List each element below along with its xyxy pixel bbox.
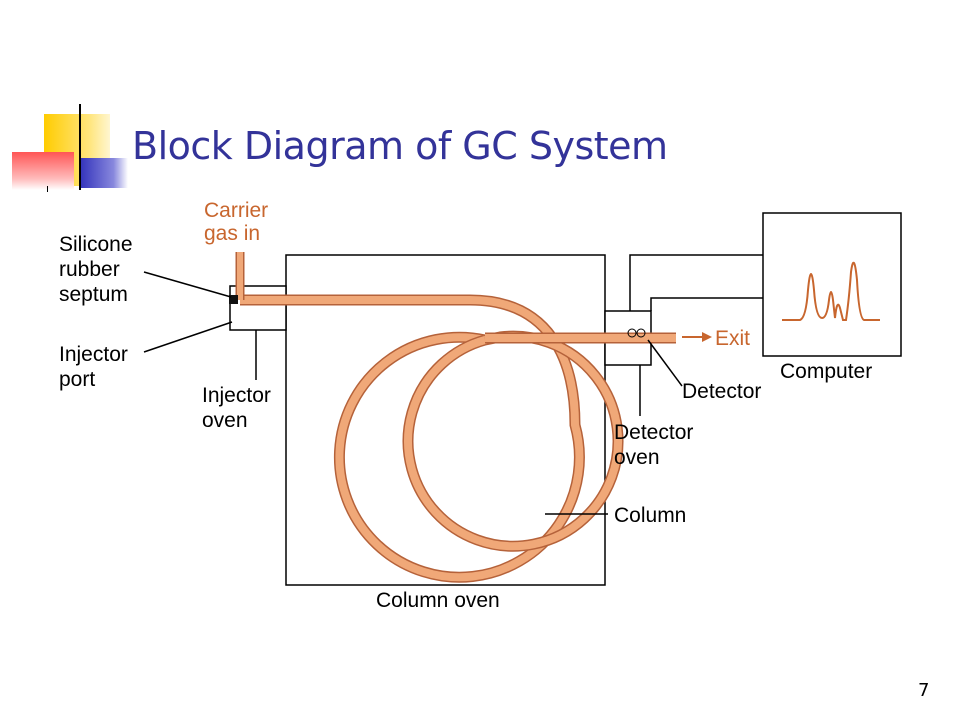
label-column-oven: Column oven: [376, 589, 500, 612]
column-coil-outer-fill: [240, 296, 584, 582]
decorative-tick: [47, 186, 48, 192]
label-computer: Computer: [780, 360, 872, 383]
computer-box: [762, 212, 902, 357]
label-injector-oven-line1: Injector: [202, 384, 271, 407]
label-injector-port-line1: Injector: [59, 343, 128, 366]
page-number: 7: [918, 680, 930, 701]
detector-element-left: [627, 328, 637, 338]
detector-element-right: [636, 328, 646, 338]
label-exit: Exit: [715, 327, 750, 350]
label-injector-port-line2: port: [59, 368, 95, 391]
decorative-vertical-line: [79, 104, 81, 190]
label-detector-oven-line1: Detector: [614, 421, 693, 444]
slide-title: Block Diagram of GC System: [132, 124, 668, 168]
column-oven-box: [285, 254, 606, 586]
decorative-red-block: [12, 152, 74, 190]
chromatogram-trace: [782, 261, 880, 321]
label-detector: Detector: [682, 380, 761, 403]
label-septum-line1: Silicone: [59, 233, 133, 256]
detector-leader: [647, 339, 683, 387]
septum-block: [229, 295, 238, 304]
signal-wire-inner: [650, 297, 763, 311]
label-septum-line2: rubber: [59, 258, 120, 281]
label-carrier-gas-line2: gas in: [204, 222, 260, 245]
exit-arrow-head: [702, 332, 712, 342]
label-septum-line3: septum: [59, 283, 128, 306]
label-column: Column: [614, 504, 686, 527]
column-coil-inner-fill: [404, 332, 623, 551]
label-carrier-gas-line1: Carrier: [204, 199, 268, 222]
label-injector-oven-line2: oven: [202, 409, 248, 432]
septum-leader: [143, 271, 232, 298]
decorative-blue-block: [80, 158, 128, 188]
injector-oven-box: [229, 285, 287, 331]
label-detector-oven-line2: oven: [614, 446, 660, 469]
injector-port-leader: [143, 321, 233, 353]
signal-wire-outer: [629, 254, 763, 311]
